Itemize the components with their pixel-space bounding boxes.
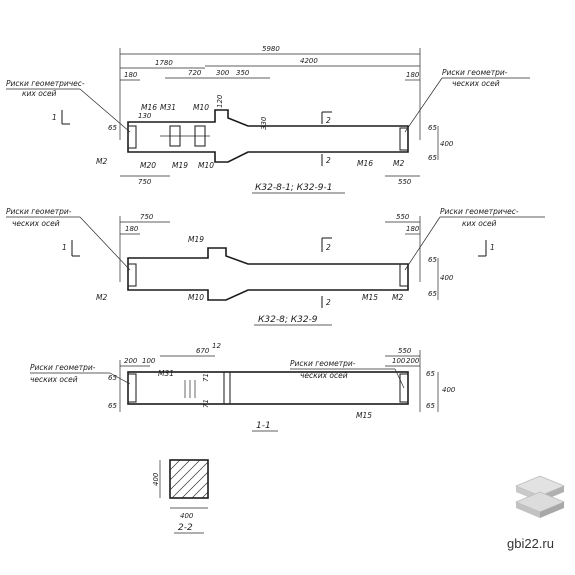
mark-m2-mid-l: M2 bbox=[96, 293, 107, 302]
mark-m10-mid: M10 bbox=[188, 293, 204, 302]
dim-65-r2: 65 bbox=[428, 154, 437, 162]
dim-350: 350 bbox=[236, 69, 250, 77]
caption-section: 2-2 bbox=[178, 523, 193, 533]
leader-right-3a: Риски геометри- bbox=[290, 359, 356, 368]
leader-right-2b: ких осей bbox=[462, 219, 497, 228]
view-section: 400 400 2-2 bbox=[152, 459, 209, 534]
dim-400-section-w: 400 bbox=[180, 512, 194, 520]
gbi22-logo-icon bbox=[514, 475, 566, 518]
dim-550: 550 bbox=[398, 178, 412, 186]
cut-mark-1-top: 1 bbox=[52, 113, 57, 122]
mark-m16-a: M16 bbox=[141, 103, 157, 112]
dim-180-left: 180 bbox=[124, 71, 138, 79]
dim-65-r1: 65 bbox=[428, 124, 437, 132]
dim-100-l: 100 bbox=[142, 357, 156, 365]
view-top: 5980 4200 1780 720 300 350 180 180 120 3… bbox=[6, 45, 530, 194]
dim-180-mid-r: 180 bbox=[406, 225, 420, 233]
mark-m19: M19 bbox=[172, 161, 188, 170]
dim-5980: 5980 bbox=[262, 45, 280, 53]
dim-400-section-h: 400 bbox=[152, 472, 160, 486]
mark-m31: M31 bbox=[160, 103, 176, 112]
section-mark-2-mid-top: 2 bbox=[326, 243, 331, 252]
dim-65-mid-1: 65 bbox=[428, 256, 437, 264]
dim-4200: 4200 bbox=[300, 57, 318, 65]
mark-m19-mid: M19 bbox=[188, 235, 204, 244]
dim-130-l: 130 bbox=[138, 112, 152, 120]
section-outline bbox=[169, 459, 209, 499]
section-mark-2-top: 2 bbox=[326, 116, 331, 125]
dim-720: 720 bbox=[188, 69, 202, 77]
leader-right-3b: ческих осей bbox=[300, 371, 348, 380]
dim-180-mid-l: 180 bbox=[125, 225, 139, 233]
leader-right-1a: Риски геометри- bbox=[442, 68, 508, 77]
dim-200-r: 200 bbox=[406, 357, 420, 365]
dim-330: 330 bbox=[260, 116, 268, 130]
dim-400-r: 400 bbox=[440, 140, 454, 148]
mark-m15-side: M15 bbox=[356, 411, 372, 420]
mark-m10-a: M10 bbox=[193, 103, 209, 112]
dim-300: 300 bbox=[216, 69, 230, 77]
leader-right-2a: Риски геометричес- bbox=[440, 207, 519, 216]
caption-top: К32-8-1; К32-9-1 bbox=[255, 183, 332, 193]
leader-left-3b: ческих осей bbox=[30, 375, 78, 384]
dim-12: 12 bbox=[212, 342, 221, 350]
cut-mark-1-mid-l: 1 bbox=[62, 243, 67, 252]
view-mid: 750 180 550 180 65 400 65 M19 M10 M15 M2… bbox=[6, 207, 545, 326]
dim-670: 670 bbox=[196, 347, 210, 355]
dim-180-right: 180 bbox=[406, 71, 420, 79]
dim-65-mid-2: 65 bbox=[428, 290, 437, 298]
dim-400-mid: 400 bbox=[440, 274, 454, 282]
leader-left-2b: ческих осей bbox=[12, 219, 60, 228]
leader-left-2a: Риски геометри- bbox=[6, 207, 72, 216]
caption-mid: К32-8; К32-9 bbox=[258, 315, 318, 325]
dim-400-side: 400 bbox=[442, 386, 456, 394]
section-hatching bbox=[169, 459, 209, 499]
leader-left-3a: Риски геометри- bbox=[30, 363, 96, 372]
dim-65-l: 65 bbox=[108, 124, 117, 132]
dim-71-a: 71 bbox=[202, 373, 210, 382]
dim-550-mid: 550 bbox=[396, 213, 410, 221]
dim-65-side-l1: 65 bbox=[108, 374, 117, 382]
dim-550-side: 550 bbox=[398, 347, 412, 355]
mark-m31-side: M31 bbox=[158, 369, 174, 378]
dim-71-b: 71 bbox=[202, 399, 210, 408]
mark-m16-b: M16 bbox=[357, 159, 373, 168]
dim-65-side-l2: 65 bbox=[108, 402, 117, 410]
dim-65-side-2: 65 bbox=[426, 402, 435, 410]
leader-left-1a: Риски геометричес- bbox=[6, 79, 85, 88]
mark-m15-mid: M15 bbox=[362, 293, 378, 302]
dim-120: 120 bbox=[216, 94, 224, 108]
mark-m2-left: M2 bbox=[96, 157, 107, 166]
dim-100-r: 100 bbox=[392, 357, 406, 365]
mark-m10-b: M10 bbox=[198, 161, 214, 170]
section-mark-2-mid-bottom: 2 bbox=[326, 298, 331, 307]
caption-side: 1-1 bbox=[256, 421, 271, 431]
dim-1780: 1780 bbox=[155, 59, 173, 67]
section-mark-2-bottom: 2 bbox=[326, 156, 331, 165]
leader-left-1b: ких осей bbox=[22, 89, 57, 98]
cut-mark-1-mid-r: 1 bbox=[490, 243, 495, 252]
dim-750-mid: 750 bbox=[140, 213, 154, 221]
view-side: 200 100 670 12 550 100 200 71 71 65 400 … bbox=[30, 342, 456, 432]
dim-65-side-1: 65 bbox=[426, 370, 435, 378]
mark-m20: M20 bbox=[140, 161, 156, 170]
dim-200-l: 200 bbox=[124, 357, 138, 365]
leader-right-1b: ческих осей bbox=[452, 79, 500, 88]
mark-m2-mid-r: M2 bbox=[392, 293, 403, 302]
dim-750: 750 bbox=[138, 178, 152, 186]
mark-m2-right: M2 bbox=[393, 159, 404, 168]
watermark-text: gbi22.ru bbox=[507, 536, 554, 551]
